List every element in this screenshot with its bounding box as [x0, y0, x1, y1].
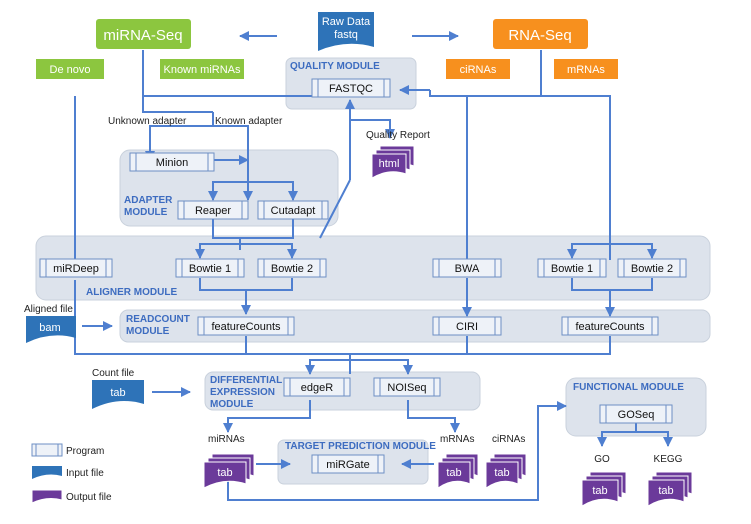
raw-data-input: [318, 12, 374, 51]
de-novo-box: [36, 59, 104, 79]
mrnas-tab-output: [437, 453, 479, 489]
mrnas-tab-label: tab: [446, 467, 461, 479]
bam-input: [26, 316, 76, 343]
rna-seq-label: RNA-Seq: [508, 27, 571, 44]
de-module-label-2: EXPRESSION: [210, 387, 275, 398]
edger-program: [283, 377, 351, 397]
known-mirnas-label: Known miRNAs: [163, 64, 241, 76]
go-tab-output: [581, 471, 627, 507]
legend-output-label: Output file: [66, 492, 112, 503]
aligner-module-label: ALIGNER MODULE: [86, 287, 177, 298]
readcount-module-label-1: READCOUNT: [126, 314, 190, 325]
cirnas-box: [446, 59, 510, 79]
target-cirnas-label: ciRNAs: [492, 434, 525, 445]
mirgate-program: [311, 454, 385, 474]
mirdeep-label: miRDeep: [53, 263, 99, 275]
featurecounts-left-program: [197, 316, 295, 336]
target-mrnas-label: mRNAs: [440, 434, 474, 445]
go-label: GO: [594, 454, 610, 465]
featurecounts-right-label: featureCounts: [575, 321, 645, 333]
noiseq-program: [373, 377, 441, 397]
known-adapter-label: Known adapter: [215, 116, 283, 127]
bowtie2-right-program: [617, 258, 687, 278]
cutadapt-program: [257, 200, 329, 220]
ciri-label: CIRI: [456, 321, 478, 333]
de-module-label-1: DIFFERENTIAL: [210, 375, 282, 386]
legend-output-swatch: [31, 489, 63, 504]
known-mirnas-box: [160, 59, 244, 79]
featurecounts-left-label: featureCounts: [211, 321, 281, 333]
bowtie2-left-program: [257, 258, 327, 278]
reaper-label: Reaper: [195, 205, 231, 217]
de-module-label-3: MODULE: [210, 399, 254, 410]
bwa-label: BWA: [455, 263, 480, 275]
legend-program-swatch: [31, 443, 63, 457]
cirnas-tab-label: tab: [494, 467, 509, 479]
functional-module-label: FUNCTIONAL MODULE: [573, 382, 684, 393]
count-tab-input: [92, 380, 144, 409]
legend: Program Input file Output file: [31, 443, 112, 504]
bowtie2-left-label: Bowtie 2: [271, 263, 313, 275]
kegg-label: KEGG: [654, 454, 683, 465]
quality-module-label: QUALITY MODULE: [290, 61, 380, 72]
readcount-module-label-2: MODULE: [126, 326, 170, 337]
mirdeep-program: [39, 258, 113, 278]
raw-data-label: Raw Data: [322, 16, 371, 28]
cutadapt-label: Cutadapt: [271, 205, 316, 217]
noiseq-label: NOISeq: [387, 382, 426, 394]
mirna-seq-label: miRNA-Seq: [103, 27, 182, 44]
legend-program-label: Program: [66, 446, 104, 457]
featurecounts-right-program: [561, 316, 659, 336]
target-module-label: TARGET PREDICTION MODULE: [285, 441, 436, 452]
ciri-program: [432, 316, 502, 336]
quality-report-label: Quality Report: [366, 130, 430, 141]
kegg-tab-label: tab: [658, 485, 673, 497]
legend-input-label: Input file: [66, 468, 104, 479]
mrnas-label: mRNAs: [567, 64, 605, 76]
minion-label: Minion: [156, 157, 188, 169]
aligned-file-label: Aligned file: [24, 304, 73, 315]
adapter-module-label-2: MODULE: [124, 207, 168, 218]
mirnas-tab-output: [203, 453, 255, 489]
bowtie1-left-program: [175, 258, 245, 278]
mrnas-box: [554, 59, 618, 79]
bam-label: bam: [39, 322, 60, 334]
bowtie1-right-label: Bowtie 1: [551, 263, 593, 275]
edger-label: edgeR: [301, 382, 333, 394]
go-tab-label: tab: [592, 485, 607, 497]
fastqc-label: FASTQC: [329, 83, 373, 95]
minion-program: [129, 152, 215, 172]
unknown-adapter-label: Unknown adapter: [108, 116, 187, 127]
fastqc-program: [311, 78, 391, 98]
bowtie2-right-label: Bowtie 2: [631, 263, 673, 275]
mirnas-tab-label: tab: [217, 467, 232, 479]
bowtie1-right-program: [537, 258, 607, 278]
html-output: [371, 145, 415, 179]
mirgate-label: miRGate: [326, 459, 369, 471]
html-label: html: [379, 158, 400, 170]
target-mirnas-label: miRNAs: [208, 434, 245, 445]
connectors: [74, 31, 673, 501]
reaper-program: [177, 200, 249, 220]
goseq-label: GOSeq: [618, 409, 655, 421]
de-novo-label: De novo: [50, 64, 91, 76]
rna-seq-box: [493, 19, 588, 49]
mirna-seq-box: [96, 19, 191, 49]
bowtie1-left-label: Bowtie 1: [189, 263, 231, 275]
bwa-program: [432, 258, 502, 278]
count-tab-label: tab: [110, 387, 125, 399]
raw-data-format: fastq: [334, 29, 358, 41]
count-file-label: Count file: [92, 368, 135, 379]
cirnas-tab-output: [485, 453, 527, 489]
kegg-tab-output: [647, 471, 693, 507]
goseq-program: [599, 404, 673, 424]
adapter-module-label-1: ADAPTER: [124, 195, 173, 206]
cirnas-label: ciRNAs: [460, 64, 497, 76]
legend-input-swatch: [32, 466, 62, 479]
